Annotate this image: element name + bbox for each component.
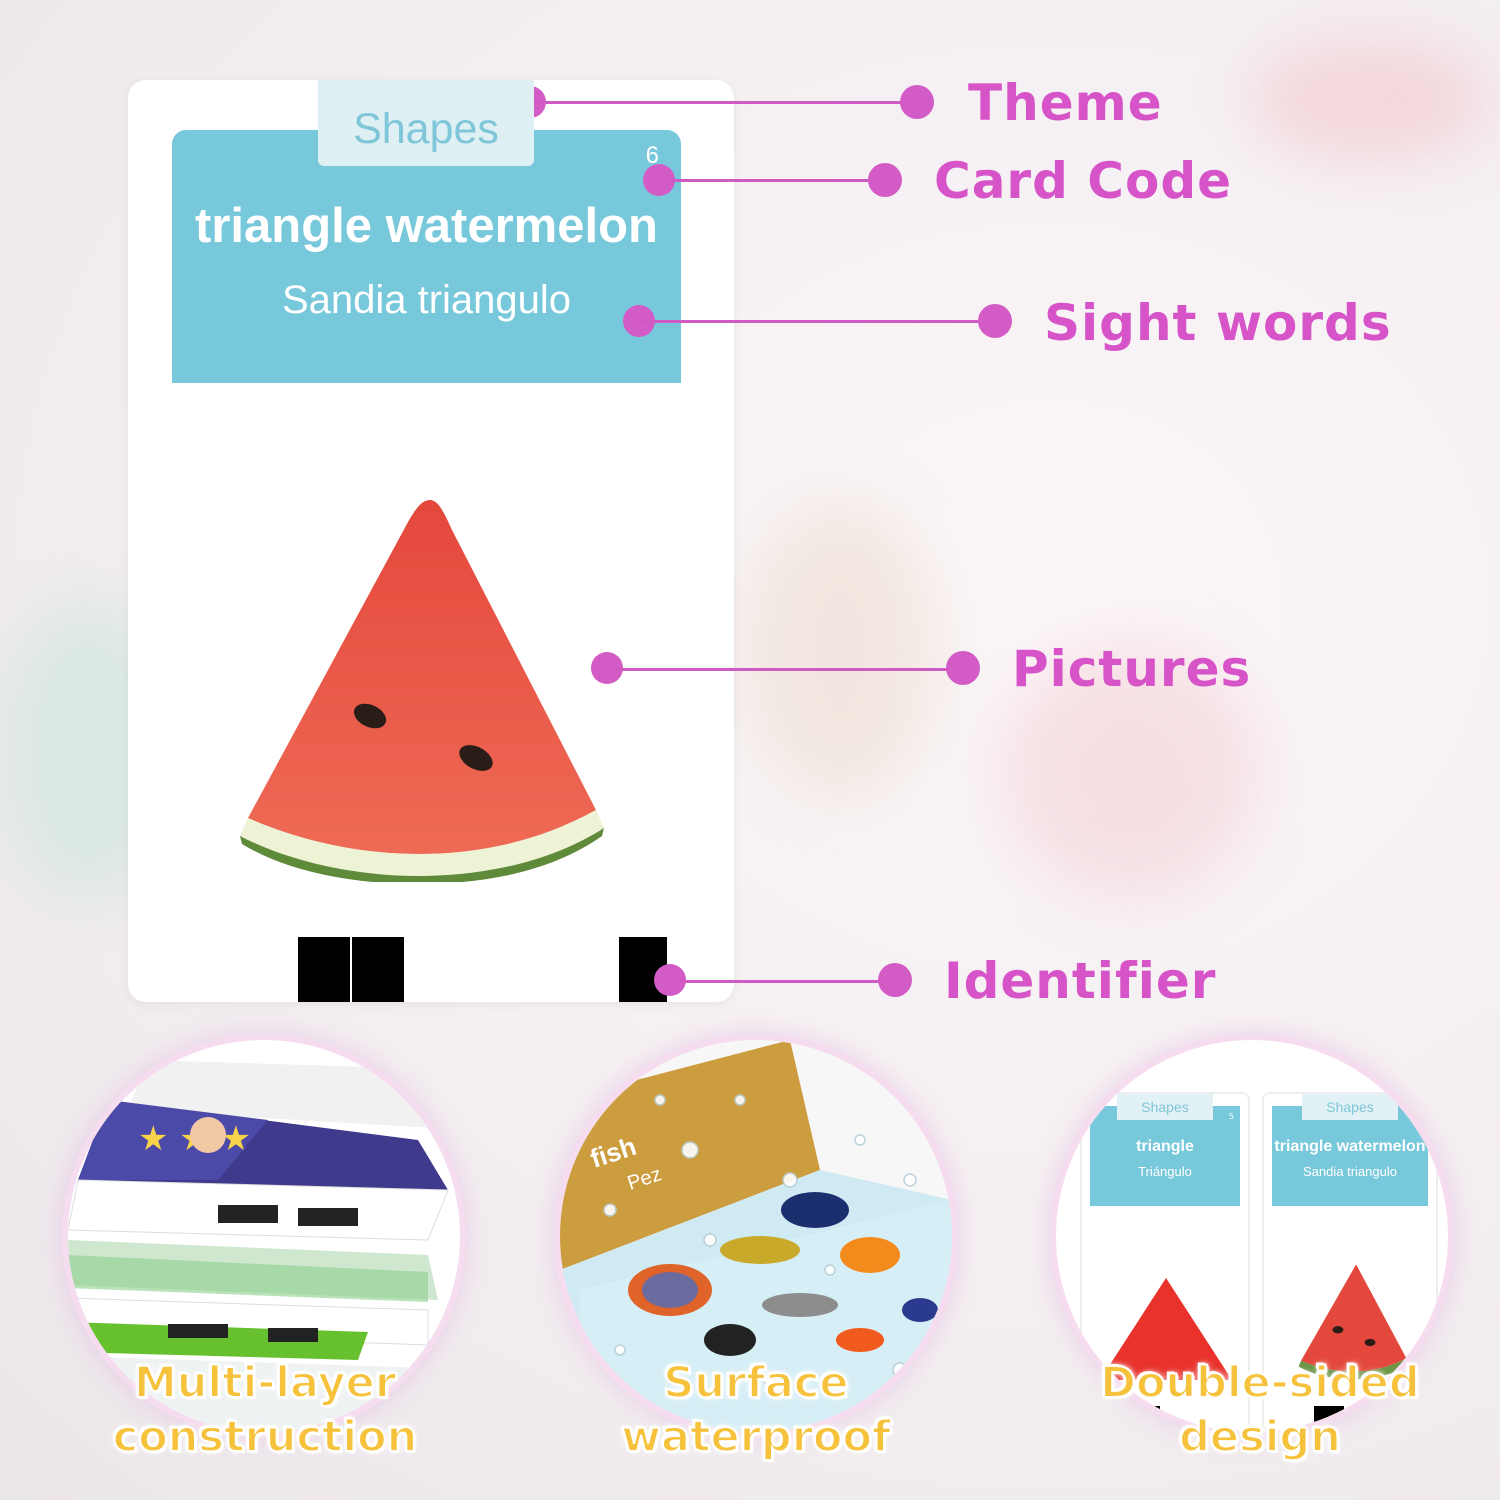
feature-double-sided-line1: Double-sided bbox=[1099, 1357, 1420, 1409]
waterproof-card-illustration: fish Pez bbox=[560, 1040, 952, 1432]
feature-waterproof-circle: fish Pez bbox=[560, 1040, 952, 1432]
callout-line-sight-words bbox=[640, 320, 996, 323]
identifier-mark-left bbox=[298, 937, 350, 1002]
feature-double-sided-line2: design bbox=[1178, 1411, 1342, 1463]
callout-line-pictures bbox=[608, 668, 964, 671]
card-theme-label: Shapes bbox=[353, 105, 499, 153]
callout-label-theme: Theme bbox=[968, 74, 1163, 132]
mini-identifier-mark bbox=[1314, 1406, 1344, 1430]
callout-dot bbox=[900, 85, 934, 119]
feature-waterproof-line2: waterproof bbox=[620, 1411, 891, 1463]
mini-card-triangle: Shapes 5 triangle Triángulo bbox=[1080, 1092, 1250, 1432]
mini-card-title: triangle watermelon bbox=[1274, 1138, 1426, 1155]
card-title-spanish: Sandia triangulo bbox=[281, 278, 572, 322]
card-code: 6 bbox=[645, 142, 659, 169]
mini-card-watermelon: Shapes triangle watermelon Sandia triang… bbox=[1262, 1092, 1438, 1432]
callout-label-card-code: Card Code bbox=[934, 152, 1233, 210]
watermelon-picture bbox=[240, 500, 604, 882]
feature-double-sided-caption: Double-sided design bbox=[1050, 1356, 1470, 1464]
feature-multilayer-circle: ★ ★ ★ bbox=[68, 1040, 460, 1432]
mini-card-header: triangle watermelon Sandia triangulo bbox=[1272, 1106, 1428, 1206]
callout-line-theme bbox=[530, 101, 918, 104]
callout-label-sight-words: Sight words bbox=[1044, 294, 1392, 352]
callout-line-card-code bbox=[660, 179, 886, 182]
identifier-mark-center bbox=[352, 937, 404, 1002]
mini-card-subtitle: Triángulo bbox=[1138, 1164, 1192, 1179]
callout-dot bbox=[878, 963, 912, 997]
mini-card-theme-tab: Shapes bbox=[1302, 1094, 1398, 1120]
card-header: 6 triangle watermelon Sandia triangulo bbox=[172, 130, 681, 383]
callout-line-identifier bbox=[670, 980, 896, 983]
card-title-english: triangle watermelon bbox=[195, 199, 658, 253]
mini-card-theme-tab: Shapes bbox=[1117, 1094, 1213, 1120]
feature-multilayer-caption: Multi-layer construction bbox=[70, 1356, 460, 1464]
callout-dot bbox=[946, 651, 980, 685]
card-theme-tab: Shapes bbox=[318, 80, 534, 166]
feature-multilayer-line2: construction bbox=[112, 1411, 419, 1463]
red-triangle-picture bbox=[1100, 1278, 1232, 1380]
callout-label-identifier: Identifier bbox=[944, 952, 1217, 1010]
background-blur-tan bbox=[740, 500, 940, 800]
mini-identifier-mark bbox=[1130, 1406, 1160, 1430]
mini-card-code: 5 bbox=[1228, 1112, 1234, 1121]
watermelon-seed-icon bbox=[353, 703, 387, 729]
mini-watermelon-picture bbox=[1298, 1264, 1409, 1380]
background-blur-pink bbox=[1000, 640, 1260, 900]
feature-waterproof-caption: Surface waterproof bbox=[560, 1356, 952, 1464]
callout-dot bbox=[978, 304, 1012, 338]
callout-dot bbox=[868, 163, 902, 197]
feature-waterproof-line1: Surface bbox=[662, 1357, 849, 1409]
feature-multilayer-line1: Multi-layer bbox=[133, 1357, 397, 1409]
background-blur-red bbox=[1250, 40, 1490, 160]
mini-card-header: 5 triangle Triángulo bbox=[1090, 1106, 1240, 1206]
watermelon-seed-icon bbox=[459, 745, 493, 771]
callout-label-pictures: Pictures bbox=[1012, 640, 1252, 698]
feature-double-sided-circle: Shapes 5 triangle Triángulo Shapes trian… bbox=[1056, 1040, 1448, 1432]
mini-card-title: triangle bbox=[1136, 1138, 1194, 1155]
mini-card-subtitle: Sandia triangulo bbox=[1303, 1164, 1397, 1179]
flashcard: Shapes 6 triangle watermelon Sandia tria… bbox=[128, 80, 734, 1002]
layered-cards-illustration: ★ ★ ★ bbox=[68, 1060, 460, 1432]
